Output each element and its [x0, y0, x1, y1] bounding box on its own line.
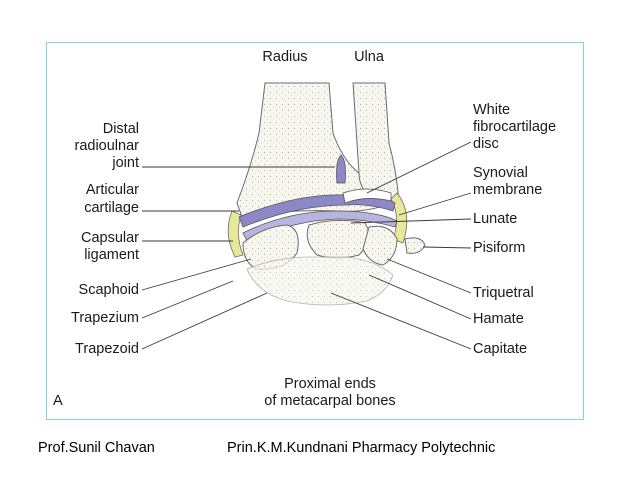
footer-author: Prof.Sunil Chavan: [38, 440, 155, 456]
wrist-joint-diagram: Radius Ulna Distal radioulnar joint Arti…: [53, 49, 556, 409]
svg-text:Distal: Distal: [103, 121, 139, 137]
svg-text:cartilage: cartilage: [84, 200, 139, 216]
leader-lines: [141, 141, 472, 350]
distal-carpal-row: [246, 256, 394, 306]
label-radius: Radius: [262, 49, 307, 65]
capsular-ligament: [227, 210, 244, 258]
anatomy-figure: Radius Ulna Distal radioulnar joint Arti…: [46, 42, 584, 420]
svg-text:membrane: membrane: [473, 182, 542, 198]
label-hamate: Hamate: [473, 311, 524, 327]
label-trapezoid: Trapezoid: [75, 341, 139, 357]
svg-text:Proximal ends: Proximal ends: [284, 376, 376, 392]
lunate-bone: [306, 219, 370, 259]
fibrocartilage-disc: [342, 188, 392, 204]
triquetral-bone: [362, 225, 398, 266]
svg-text:fibrocartilage: fibrocartilage: [473, 119, 556, 135]
label-ulna: Ulna: [354, 49, 385, 65]
pisiform-bone: [404, 237, 426, 254]
label-trapezium: Trapezium: [71, 310, 139, 326]
label-articular-cartilage: Articular cartilage: [84, 182, 139, 216]
footer-institution: Prin.K.M.Kundnani Pharmacy Polytechnic: [227, 440, 496, 456]
label-distal-radioulnar-joint: Distal radioulnar joint: [75, 121, 140, 171]
label-white-fibrocartilage-disc: White fibrocartilage disc: [473, 102, 556, 152]
synovial-membrane: [242, 210, 398, 242]
svg-text:ligament: ligament: [84, 247, 139, 263]
label-scaphoid: Scaphoid: [79, 282, 139, 298]
articular-cartilage: [238, 194, 396, 228]
svg-text:Capsular: Capsular: [81, 230, 139, 246]
distal-radioulnar-joint: [336, 154, 346, 184]
svg-text:radioulnar: radioulnar: [75, 138, 140, 154]
label-lunate: Lunate: [473, 211, 517, 227]
label-synovial-membrane: Synovial membrane: [473, 165, 542, 198]
panel-letter: A: [53, 393, 63, 409]
label-capitate: Capitate: [473, 341, 527, 357]
svg-text:Articular: Articular: [86, 182, 139, 198]
scaphoid-bone: [242, 224, 299, 270]
svg-text:Synovial: Synovial: [473, 165, 528, 181]
svg-text:White: White: [473, 102, 510, 118]
label-triquetral: Triquetral: [473, 285, 534, 301]
label-capsular-ligament: Capsular ligament: [81, 230, 139, 263]
label-pisiform: Pisiform: [473, 240, 525, 256]
label-metacarpals: Proximal ends of metacarpal bones: [264, 376, 395, 409]
svg-text:disc: disc: [473, 136, 499, 152]
svg-text:joint: joint: [111, 155, 139, 171]
svg-text:of metacarpal bones: of metacarpal bones: [264, 393, 395, 409]
